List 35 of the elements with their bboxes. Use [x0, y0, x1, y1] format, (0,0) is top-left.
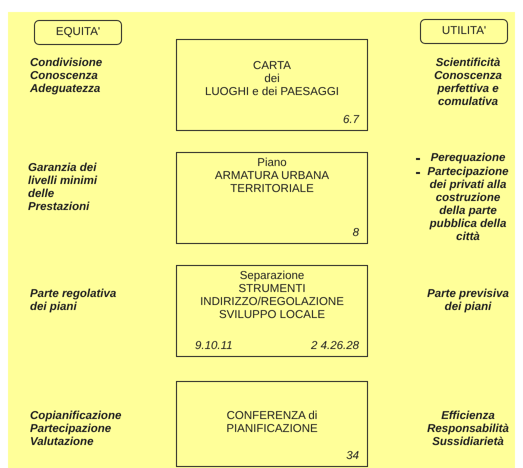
process-box: [176, 39, 368, 131]
side-note: Parte previsiva dei piani: [426, 288, 510, 314]
heading-box: EQUITA': [34, 20, 122, 45]
reference-number: 34: [346, 450, 359, 462]
reference-number: 6.7: [343, 114, 359, 126]
reference-number: 8: [352, 227, 359, 239]
reference-number: 9.10.11: [195, 340, 233, 352]
box-text: CONFERENZA di PIANIFICAZIONE: [225, 410, 319, 436]
box-text: CARTA: [252, 60, 292, 73]
box-text: Separazione: [238, 270, 306, 283]
side-note: Responsabilità: [426, 423, 510, 436]
side-note: Copianificazione: [30, 410, 122, 423]
side-note: Adeguatezza: [30, 83, 102, 96]
process-box: [176, 152, 368, 244]
side-note: Parte regolativa dei piani: [30, 288, 118, 314]
box-text: STRUMENTI INDIRIZZO/REGOLAZIONE SVILUPPO LOCALE: [199, 283, 345, 322]
side-note: Efficienza: [440, 410, 496, 423]
bullet-item: Perequazione: [430, 152, 506, 165]
side-note: Scientificità: [434, 57, 502, 70]
side-note: Sussidiarietà: [431, 436, 505, 449]
heading-box: UTILITA': [420, 19, 508, 44]
side-note: Garanzia dei livelli minimi delle Prestazioni: [28, 162, 98, 214]
side-note: Conoscenza perfettiva e comulativa: [433, 70, 503, 109]
box-text: Piano: [256, 157, 288, 170]
reference-number: 2 4.26.28: [311, 340, 359, 352]
side-note: Condivisione: [30, 57, 104, 70]
process-box: [176, 381, 368, 467]
bullet-item: Partecipazione dei privati alla costruzione della parte pubblica della città: [426, 166, 510, 244]
side-note: Conoscenza: [30, 70, 99, 83]
box-text: dei: [263, 73, 281, 86]
side-note: Valutazione: [30, 436, 94, 449]
process-box: [176, 265, 368, 357]
side-note: Partecipazione: [30, 423, 112, 436]
box-text: ARMATURA URBANA TERRITORIALE: [214, 170, 330, 196]
box-text: LUOGHI e dei PAESAGGI: [204, 86, 340, 99]
